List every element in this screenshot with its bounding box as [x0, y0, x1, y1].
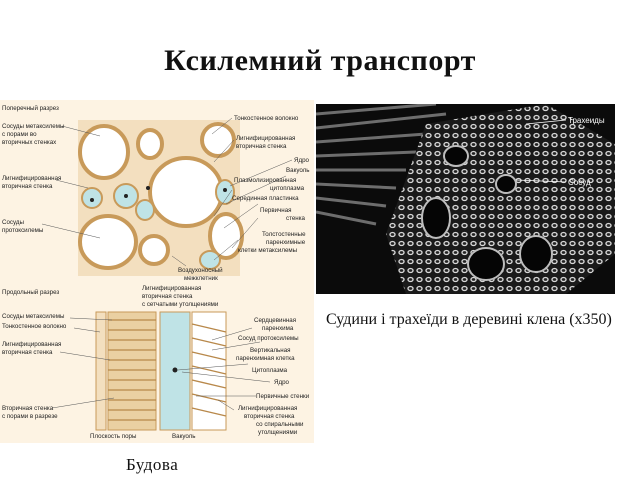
label-protoxylem-vessels-2: протоксилемы	[2, 227, 44, 234]
nucleus-long	[172, 367, 178, 373]
label-spiral-lignified-3: со спиральными	[256, 421, 304, 428]
striated-fibers	[315, 102, 447, 226]
label-thick-parenchyma: Толстостенные	[262, 231, 306, 238]
label-protoxylem-vessels: Сосуды	[2, 219, 25, 226]
label-long-lignified-2: вторичная стенка	[142, 293, 193, 300]
label-thin-fiber: Тонкостенное волокно	[234, 115, 299, 122]
label-long-lignified-left: Лигнифицированная	[2, 341, 61, 348]
vessel-pointer	[515, 179, 567, 183]
micrograph-svg: Трахеиды Сосуд	[315, 102, 615, 294]
label-nucleus: Ядро	[294, 157, 310, 164]
label-long-lignified-left-2: вторичная стенка	[2, 349, 53, 356]
label-vacuole: Вакуоль	[286, 167, 310, 174]
label-lignified-wall: Лигнифицированная	[2, 175, 61, 182]
label-primary-wall: Первичная	[260, 207, 292, 214]
label-cytoplasm: цитоплазма	[270, 185, 305, 192]
label-long-thin-fiber: Тонкостенное волокно	[2, 323, 67, 330]
cross-section-title: Поперечный разрез	[2, 105, 59, 112]
micrograph-image: Трахеиды Сосуд	[315, 102, 615, 294]
thin-fiber-strip	[95, 311, 107, 431]
label-pith-2: паренхима	[262, 325, 294, 332]
longitudinal-title: Продольный разрез	[2, 289, 59, 296]
label-metaxylem-vessels-3: вторичных стенках	[2, 139, 57, 146]
protoxylem-vessel	[191, 311, 227, 431]
label-metaxylem-vessels: Сосуды метаксилемы	[2, 123, 65, 130]
vessel-label: Сосуд	[568, 178, 591, 187]
slide-title: Ксилемний транспорт	[164, 44, 476, 77]
leader-lines	[41, 117, 293, 411]
label-pith: Сердцевинная	[254, 317, 296, 324]
label-spiral-lignified: Лигнифицированная	[238, 405, 297, 412]
label-metaxylem-vessels-2: с порами во	[2, 131, 37, 138]
label-plasmolyzed: Плазмолизированная	[234, 177, 296, 184]
label-primary-walls: Первичные стенки	[256, 393, 310, 400]
label-vertical-parenchyma: Вертикальная	[250, 347, 291, 354]
spiral-thickenings	[191, 323, 227, 417]
label-pore-plane: Плоскость поры	[90, 433, 137, 440]
label-spiral-lignified-4: утолщениями	[258, 429, 298, 436]
label-vertical-parenchyma-2: паренхимная клетка	[236, 355, 295, 362]
diagram-svg: Поперечный разрез Сосуды метаксилемы с п…	[2, 105, 310, 440]
tracheid-mesh	[386, 104, 615, 294]
cell-nuclei	[90, 186, 227, 202]
vessel-thickenings	[108, 319, 156, 421]
label-long-vacuole: Вакуоль	[172, 433, 196, 440]
label-thick-parenchyma-3: клетки метаксилемы	[238, 247, 298, 254]
label-middle-lamella: Серединная пластинка	[232, 195, 299, 202]
label-long-metaxylem: Сосуды метаксилемы	[2, 313, 65, 320]
label-secondary-pores: Вторичная стенка	[2, 405, 54, 412]
label-primary-wall-2: стенка	[286, 215, 306, 222]
label-lignified-secondary: Лигнифицированная	[236, 135, 295, 142]
label-lignified-secondary-2: вторичная стенка	[236, 143, 287, 150]
label-long-cytoplasm: Цитоплазма	[252, 367, 288, 374]
label-spiral-lignified-2: вторичная стенка	[244, 413, 295, 420]
structure-label: Будова	[126, 455, 179, 474]
micrograph-caption: Судини і трахеїди в деревині клена (х350…	[326, 311, 612, 328]
vessel-openings	[421, 145, 553, 281]
label-air-space-2: межклетник	[184, 275, 218, 282]
cross-section-cells	[78, 122, 244, 270]
label-secondary-pores-2: с порами в разрезе	[2, 413, 58, 420]
parenchyma-strip	[159, 311, 191, 431]
label-air-space: Воздухоносный	[178, 267, 223, 274]
label-protoxylem-vessel: Сосуд протоксилемы	[238, 335, 299, 342]
tracheids-pointer	[525, 119, 567, 125]
label-long-nucleus: Ядро	[274, 379, 290, 386]
label-long-lignified: Лигнифицированная	[142, 285, 201, 292]
tracheids-label: Трахеиды	[568, 116, 605, 125]
label-long-lignified-3: с сетчатыми утолщениями	[142, 301, 219, 308]
label-lignified-wall-2: вторичная стенка	[2, 183, 53, 190]
xylem-structure-diagram: Поперечный разрез Сосуды метаксилемы с п…	[0, 100, 314, 443]
label-thick-parenchyma-2: паренхимные	[266, 239, 306, 246]
